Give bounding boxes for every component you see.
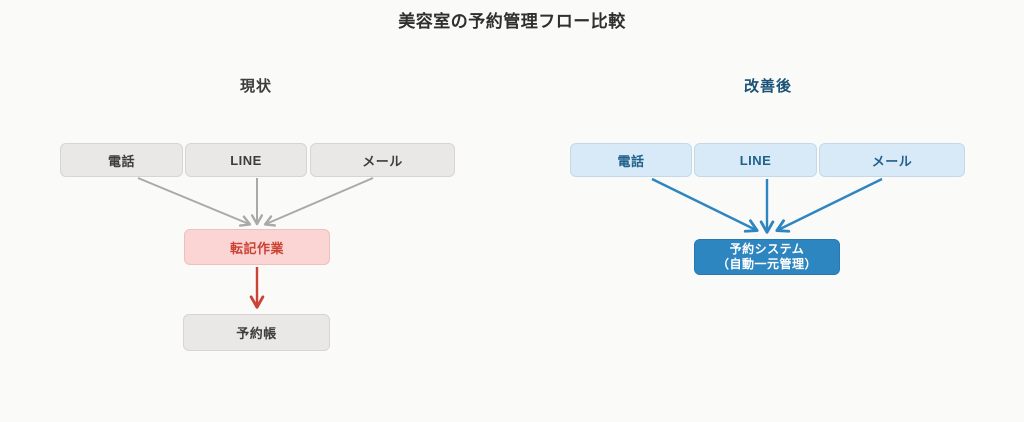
reservation-system-label-line1: 予約システム xyxy=(729,242,805,256)
current-output-reservation-book: 予約帳 xyxy=(183,314,330,351)
improved-channel-line: LINE xyxy=(694,143,817,177)
diagram-title: 美容室の予約管理フロー比較 xyxy=(398,12,626,31)
current-channel-mail: メール xyxy=(310,143,455,177)
current-process-transcription: 転記作業 xyxy=(184,229,330,265)
arrow-current-mail-to-process xyxy=(263,177,374,227)
reservation-system-label-line2: （自動一元管理） xyxy=(716,257,817,271)
improved-reservation-system: 予約システム （自動一元管理） xyxy=(694,239,840,275)
current-channel-phone: 電話 xyxy=(60,143,183,177)
improved-channel-mail: メール xyxy=(819,143,965,177)
improved-channel-phone: 電話 xyxy=(570,143,692,177)
improved-state-heading: 改善後 xyxy=(743,78,792,95)
arrow-current-phone-to-process xyxy=(137,177,252,227)
arrow-improved-phone-to-system xyxy=(651,177,759,233)
arrow-improved-mail-to-system xyxy=(775,177,883,233)
current-channel-line: LINE xyxy=(185,143,307,177)
current-state-heading: 現状 xyxy=(239,78,272,95)
